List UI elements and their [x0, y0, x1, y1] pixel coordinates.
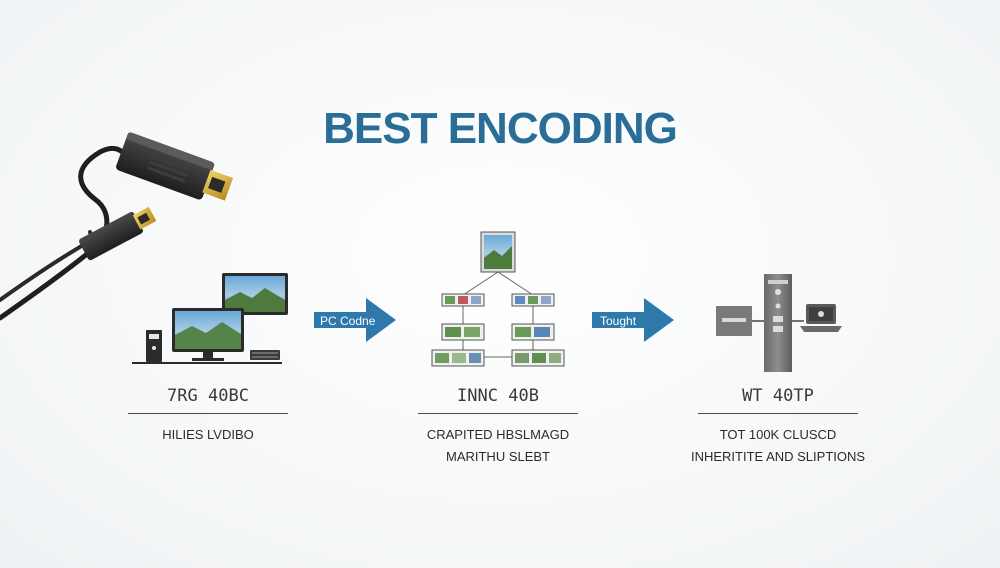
- column-3-divider: [698, 413, 858, 414]
- hdmi-dongle-icon: [0, 132, 234, 321]
- column-3-caption-line-2: INHERITITE AND SLIPTIONS: [690, 449, 866, 464]
- column-2-divider: [418, 413, 578, 414]
- encoding-tree-icon: [431, 231, 565, 367]
- column-3-heading: WT 40TP: [742, 386, 814, 406]
- server-network-icon: [716, 274, 842, 372]
- arrow-2-shape: [592, 298, 674, 342]
- column-2-heading: INNC 40B: [457, 386, 539, 406]
- column-3-caption-line-1: TOT 100K CLUSCD: [719, 427, 837, 442]
- column-1-caption-line-1: HILIES LVDIBO: [162, 427, 254, 442]
- diagram-title: BEST ENCODING: [323, 104, 678, 153]
- column-1-divider: [128, 413, 288, 414]
- column-2-caption: CRAPITED HBSLMAGD MARITHU SLEBT: [393, 424, 603, 468]
- column-1-caption: HILIES LVDIBO: [108, 424, 308, 446]
- computer-setup-icon: [132, 273, 288, 364]
- column-2-caption-line-1: CRAPITED HBSLMAGD: [426, 427, 570, 442]
- arrow-1-label: PC Codne: [320, 314, 376, 328]
- arrow-2-label: Tought: [600, 314, 637, 328]
- column-2-caption-line-2: MARITHU SLEBT: [445, 449, 550, 464]
- column-3-caption: TOT 100K CLUSCD INHERITITE AND SLIPTIONS: [668, 424, 888, 468]
- column-1-heading: 7RG 40BC: [167, 386, 249, 406]
- arrow-1-shape: [314, 298, 396, 342]
